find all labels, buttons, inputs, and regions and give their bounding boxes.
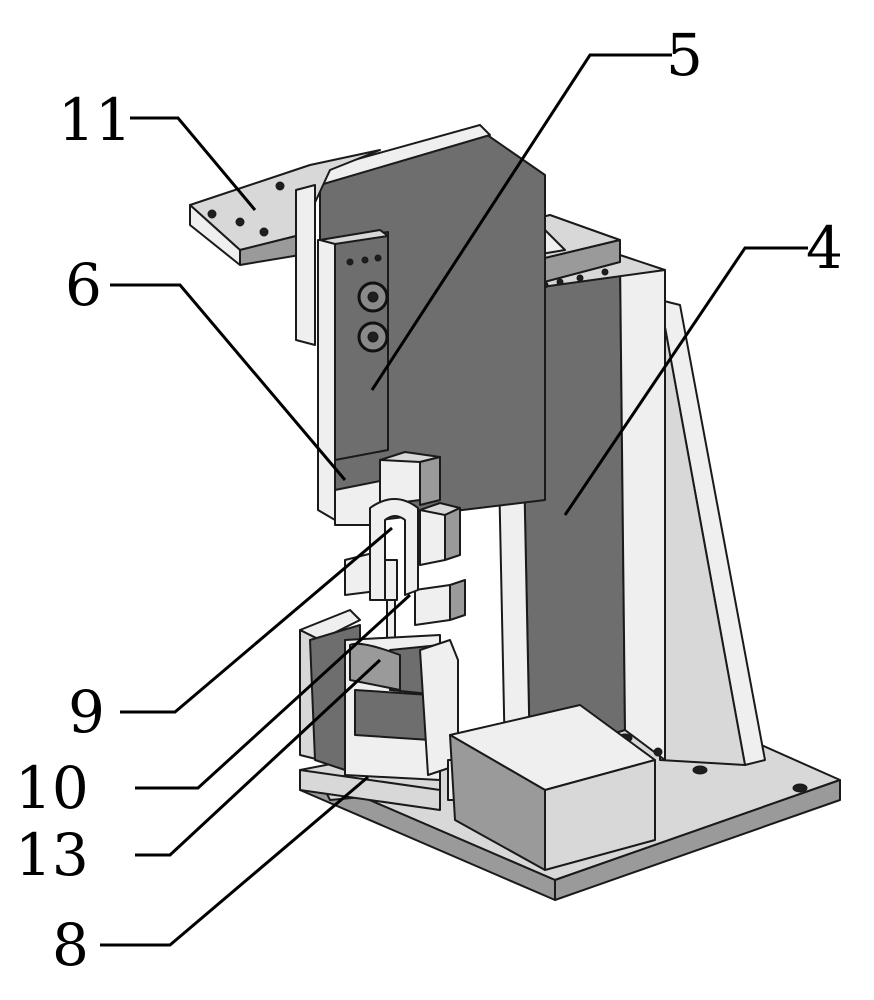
label-8: 8 bbox=[52, 911, 89, 979]
leader-11 bbox=[130, 116, 257, 211]
slider-block bbox=[317, 229, 389, 521]
leader-4 bbox=[563, 246, 808, 516]
leader-8 bbox=[100, 775, 369, 947]
label-10: 10 bbox=[15, 754, 89, 822]
vertical-rail bbox=[295, 184, 316, 346]
leader-5 bbox=[370, 53, 672, 391]
reference-numerals: 11 5 6 4 9 10 13 8 bbox=[15, 21, 843, 979]
sensor-box bbox=[449, 704, 663, 871]
label-11: 11 bbox=[58, 86, 132, 154]
leader-13 bbox=[135, 658, 382, 857]
label-9: 9 bbox=[68, 678, 105, 746]
lower-holder bbox=[299, 609, 459, 811]
label-4: 4 bbox=[806, 214, 843, 282]
label-5: 5 bbox=[666, 21, 703, 89]
top-bracket-arm bbox=[189, 149, 381, 266]
gusset-rib bbox=[659, 299, 766, 766]
leader-9 bbox=[120, 526, 393, 714]
leader-10 bbox=[135, 593, 412, 790]
label-6: 6 bbox=[65, 251, 102, 319]
leader-lines bbox=[100, 53, 808, 947]
label-13: 13 bbox=[15, 821, 89, 889]
clamp-blocks bbox=[344, 451, 466, 626]
leader-6 bbox=[110, 283, 347, 481]
